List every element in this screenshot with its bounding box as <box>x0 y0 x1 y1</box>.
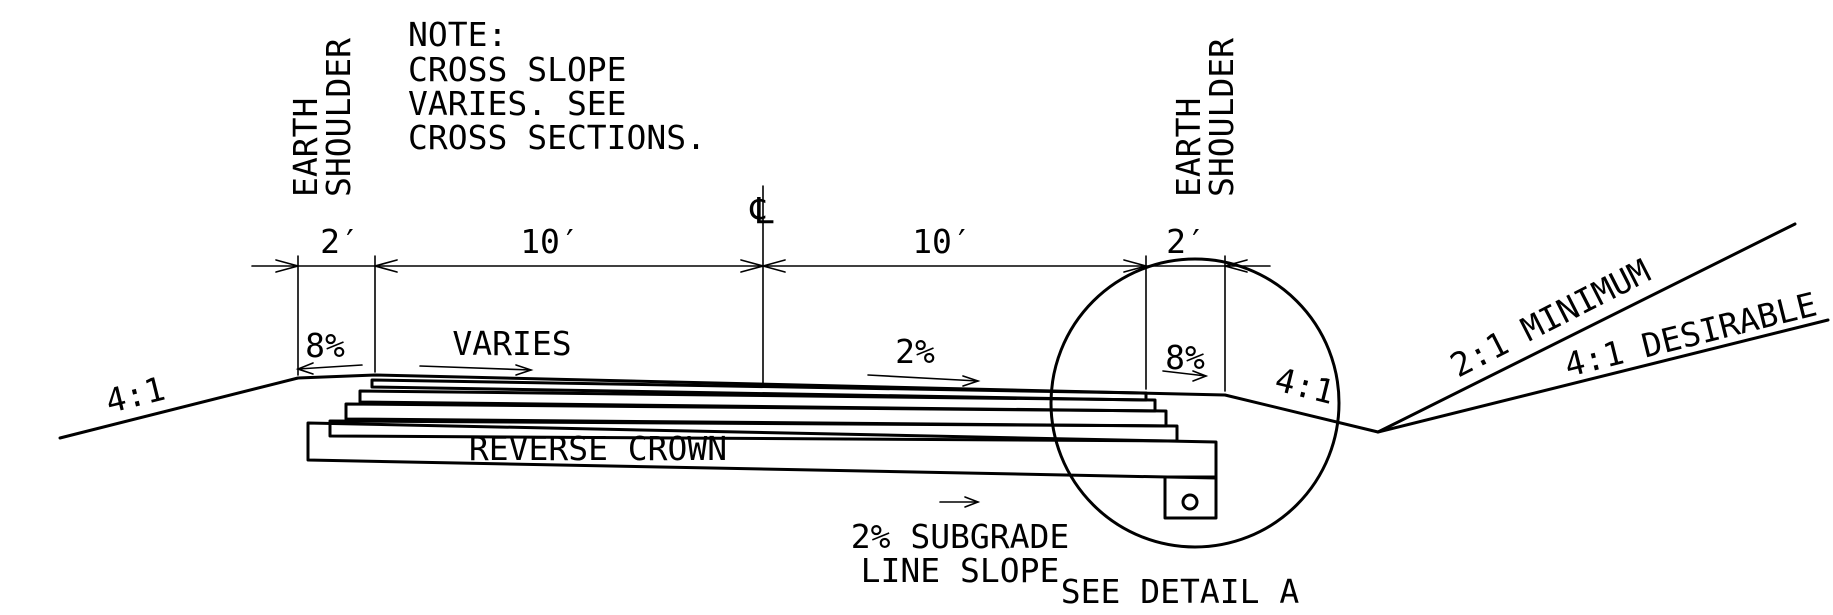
slope-label-right-foreslope: 4:1 <box>1271 360 1338 412</box>
slope-label-right-shoulder: 8% <box>1165 338 1205 377</box>
svg-text:EARTH: EARTH <box>1169 98 1208 197</box>
dimension-label-left-lane: 10′ <box>520 222 580 261</box>
svg-text:SHOULDER: SHOULDER <box>1202 38 1241 197</box>
finished-grade-line <box>58 373 1380 440</box>
backslope-minimum-line <box>1376 222 1797 434</box>
slope-label-left-lane: VARIES <box>452 324 571 363</box>
subgrade-slope-label: 2% SUBGRADE <box>851 517 1070 556</box>
earth-shoulder-label-right: EARTH SHOULDER <box>1169 38 1241 197</box>
note-block: NOTE: CROSS SLOPE VARIES. SEE CROSS SECT… <box>408 15 706 157</box>
slope-arrows <box>295 362 1209 508</box>
earth-shoulder-label-left: EARTH SHOULDER <box>286 38 358 197</box>
underdrain-box <box>1163 475 1218 520</box>
dimension-label-left-shoulder: 2′ <box>320 222 360 261</box>
slope-label-left-shoulder: 8% <box>305 326 345 365</box>
svg-text:SHOULDER: SHOULDER <box>319 38 358 197</box>
subgrade-slope-label: LINE SLOPE <box>861 551 1060 590</box>
underdrain-pipe <box>1181 493 1199 511</box>
centerline-symbol: ℄ <box>749 191 773 232</box>
svg-text:EARTH: EARTH <box>286 98 325 197</box>
see-detail-a-label: SEE DETAIL A <box>1061 572 1300 611</box>
dimension-arrowheads <box>275 259 1248 273</box>
backslope-desirable-line <box>1376 318 1830 434</box>
dimension-label-right-lane: 10′ <box>912 222 972 261</box>
slope-label-right-lane: 2% <box>895 332 935 371</box>
reverse-crown-label: REVERSE CROWN <box>469 429 727 468</box>
note-heading: NOTE: <box>408 15 507 54</box>
note-line: CROSS SECTIONS. <box>408 118 706 157</box>
note-line: CROSS SLOPE <box>408 50 627 89</box>
detail-a-circle <box>1049 257 1341 549</box>
base-layer <box>306 421 1218 480</box>
note-line: VARIES. SEE <box>408 84 627 123</box>
dimension-label-right-shoulder: 2′ <box>1166 222 1206 261</box>
